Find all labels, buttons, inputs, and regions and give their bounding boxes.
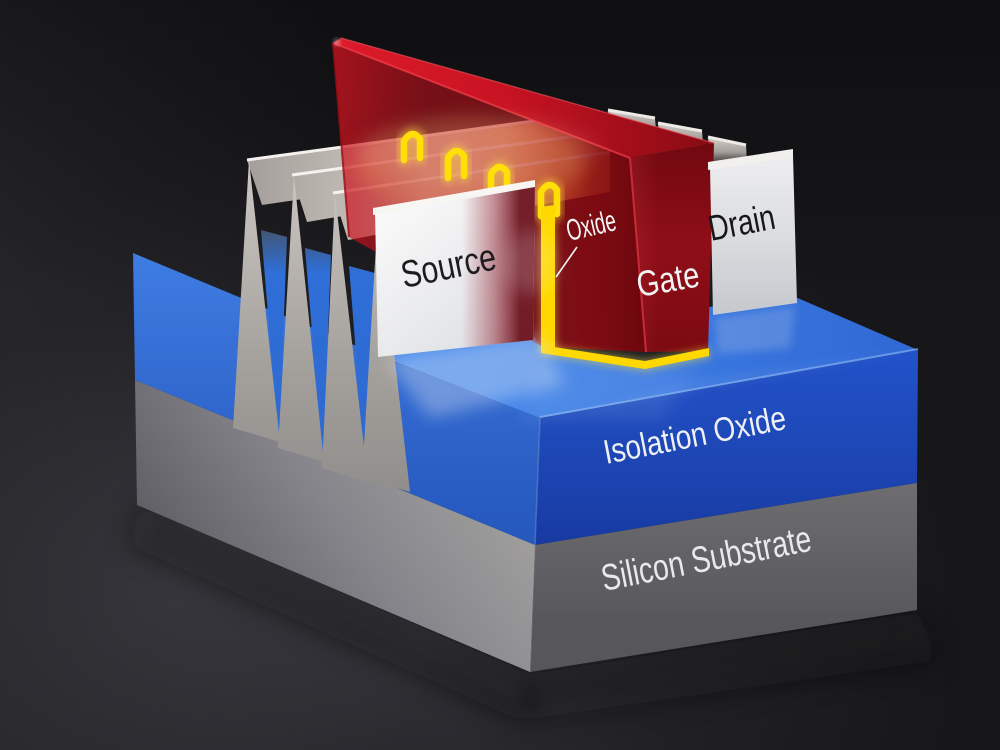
oxide-base-strip (541, 345, 709, 369)
fin-2-end-cap (278, 176, 324, 462)
oxide-arc-4 (537, 181, 561, 220)
fin-3-stub-highlight (707, 135, 747, 147)
floor-reflection-front (530, 615, 935, 718)
source-gate-fog (504, 230, 556, 294)
drain-reflection-on-oxide (715, 306, 795, 354)
oxide-gap-2 (305, 248, 331, 462)
source-region (373, 180, 565, 418)
oxide-gap-3 (349, 266, 375, 480)
substrate-corner-edge (529, 544, 536, 673)
gate-end-face-sheen (630, 143, 714, 352)
gate-fog-haze (358, 115, 598, 185)
source-face-gate-reflection (375, 184, 535, 357)
oxide-arcs (398, 128, 563, 222)
fin-1-stub-highlight (607, 108, 656, 120)
gate-left-edge (332, 42, 350, 238)
fin-1-end-cap (233, 160, 280, 442)
gate-right-corner-edge (629, 157, 647, 353)
oxide-arc-2 (444, 147, 468, 182)
source-reflection-on-oxide (385, 334, 565, 418)
blue-top-edge-sheen (540, 350, 918, 418)
gate-back-top-edge (340, 37, 715, 144)
source-top-edge-highlight (373, 180, 535, 215)
drain-region (708, 149, 797, 354)
drain-top-edge-highlight (708, 149, 793, 170)
floor-reflection-left (133, 512, 525, 705)
oxide-arc-3 (487, 163, 511, 200)
gate-apex-glint (334, 39, 340, 45)
oxide-gap-1 (261, 230, 287, 444)
gate-top-face (333, 38, 714, 158)
isolation-oxide-front-face (535, 350, 918, 545)
substrate-front-face (530, 483, 917, 672)
blue-corner-edge (534, 417, 541, 546)
fin-3-end-cap (322, 194, 368, 482)
drain-face (710, 155, 797, 315)
substrate-left-face (135, 380, 535, 672)
oxide-arc-1 (400, 130, 424, 164)
oxide-pointer-line (555, 246, 578, 278)
fin-2-stub-highlight (657, 121, 703, 133)
